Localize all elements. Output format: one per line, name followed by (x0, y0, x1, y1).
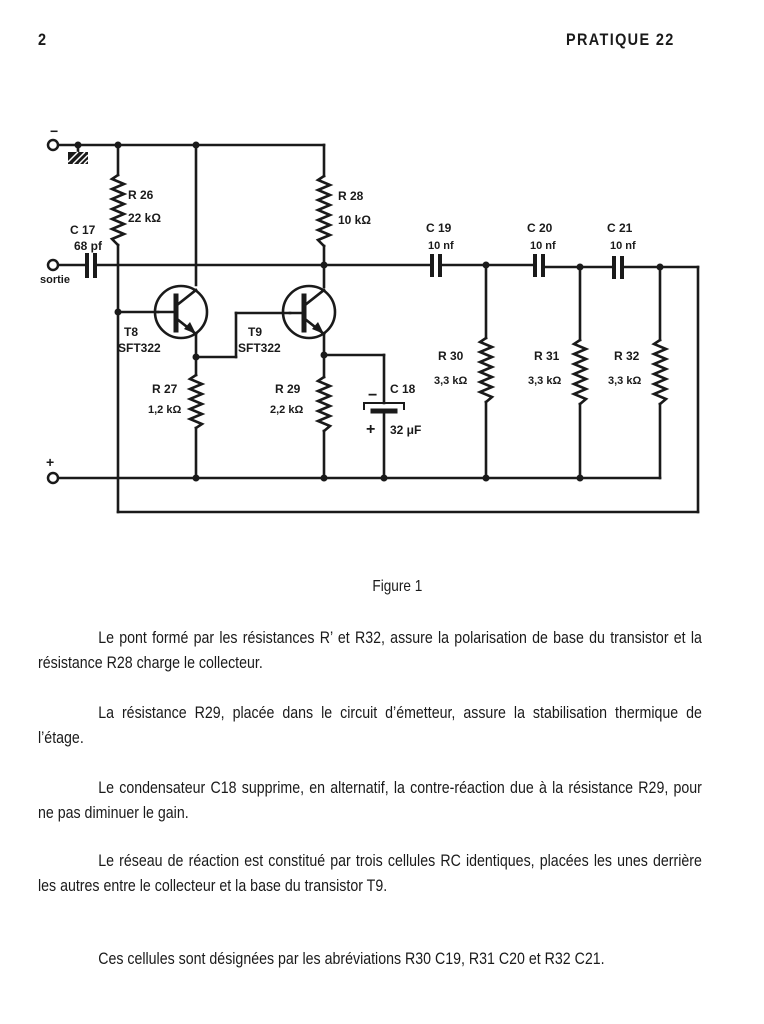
positive-label: + (46, 454, 54, 470)
ground-icon (67, 151, 89, 165)
transistor-t9 (281, 284, 337, 340)
c17-value: 68 pf (74, 239, 103, 253)
r31-value: 3,3 kΩ (528, 375, 561, 387)
circuit-schematic: − + sortie R 26 22 kΩ C 17 68 pf T8 SFT3… (40, 123, 700, 514)
r29-name: R 29 (275, 382, 301, 396)
paragraph-1: Le pont formé par les résistances R’ et … (38, 629, 702, 672)
output-terminal (46, 258, 60, 272)
r32-value: 3,3 kΩ (608, 375, 641, 387)
c18-minus: − (368, 387, 377, 404)
r26-name: R 26 (128, 188, 154, 202)
r30-value: 3,3 kΩ (434, 375, 467, 387)
r28-name: R 28 (338, 189, 364, 203)
paragraph-5: Ces cellules sont désignées par les abré… (98, 950, 605, 968)
junction-dots (74, 141, 664, 482)
resistor-r30 (476, 336, 496, 404)
r28-value: 10 kΩ (338, 213, 371, 227)
paragraph-3: Le condensateur C18 supprime, en alterna… (38, 779, 702, 822)
r26-value: 22 kΩ (128, 211, 161, 225)
c18-plus: + (366, 421, 375, 438)
c19-name: C 19 (426, 221, 452, 235)
c18-value: 32 μF (390, 423, 421, 437)
c20-value: 10 nf (530, 240, 556, 252)
paragraph-4: Le réseau de réaction est constitué par … (38, 852, 702, 895)
running-title: PRATIQUE 22 (566, 30, 675, 49)
transistor-t8 (153, 284, 209, 340)
figure-caption: Figure 1 (372, 578, 422, 595)
c19-value: 10 nf (428, 240, 454, 252)
resistor-r31 (570, 338, 590, 406)
t8-type: SFT322 (118, 341, 161, 355)
t9-name: T9 (248, 325, 262, 339)
c21-name: C 21 (607, 221, 633, 235)
r31-name: R 31 (534, 349, 560, 363)
output-label: sortie (40, 274, 70, 286)
r30-name: R 30 (438, 349, 464, 363)
c18-name: C 18 (390, 382, 416, 396)
page-number: 2 (38, 30, 47, 49)
c20-name: C 20 (527, 221, 553, 235)
negative-label: − (50, 123, 58, 139)
t8-name: T8 (124, 325, 138, 339)
r32-name: R 32 (614, 349, 640, 363)
r29-value: 2,2 kΩ (270, 404, 303, 416)
c21-value: 10 nf (610, 240, 636, 252)
resistor-r28 (314, 174, 334, 248)
r27-value: 1,2 kΩ (148, 404, 181, 416)
t9-type: SFT322 (238, 341, 281, 355)
r27-name: R 27 (152, 382, 178, 396)
c17-name: C 17 (70, 223, 96, 237)
resistor-r27 (186, 373, 206, 430)
paragraph-2: La résistance R29, placée dans le circui… (38, 704, 702, 747)
resistor-r26 (108, 173, 128, 247)
positive-terminal (46, 471, 60, 485)
resistor-r32 (650, 338, 670, 406)
negative-terminal (46, 138, 60, 152)
resistor-r29 (314, 375, 334, 433)
